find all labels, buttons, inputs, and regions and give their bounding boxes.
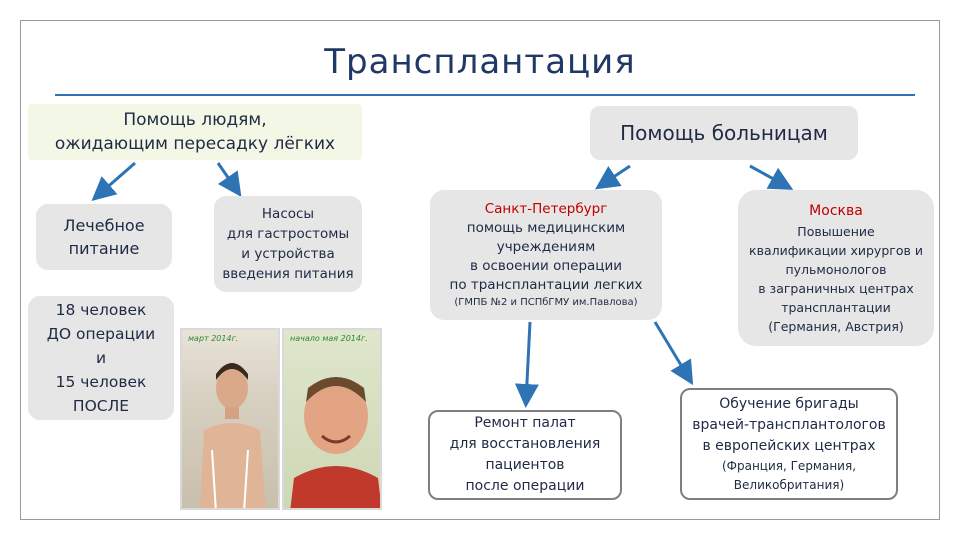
arrow-to-nutrition [91,161,136,201]
moscow-title: Москва [809,203,863,219]
spb-box: Санкт-Петербург помощь медицинским учреж… [430,190,662,320]
arrow-to-pumps [216,162,242,197]
after-photo-stamp: начало мая 2014г. [290,334,368,343]
arrow-to-repair [514,321,539,408]
training-line-1: Обучение бригады [719,395,859,412]
arrow-to-training [653,321,694,386]
nutrition-line-1: Лечебное [63,216,145,235]
spb-note: (ГМПБ №2 и ПСПбГМУ им.Павлова) [454,296,638,308]
moscow-line-2: квалификации хирургов и [749,243,923,258]
hospitals-help-header: Помощь больницам [590,106,858,160]
moscow-line-3: пульмонологов [785,262,887,277]
title-divider [55,94,915,96]
page-title: Трансплантация [324,42,636,82]
arrow-to-moscow [749,164,794,190]
patients-help-line-2: ожидающим пересадку лёгких [54,134,336,154]
training-note-2: Великобритания) [733,477,845,492]
training-box: Обучение бригады врачей-трансплантологов… [680,388,898,500]
pumps-line-4: введения питания [222,266,354,282]
people-line-3: и [95,349,107,367]
patients-help-line-1: Помощь людям, [123,110,267,130]
patient-after-figure [290,377,380,508]
people-count-box: 18 человек ДО операции и 15 человек ПОСЛ… [28,296,174,420]
repair-line-4: после операции [465,478,585,494]
arrow-to-spb [595,164,631,190]
repair-line-2: для восстановления [449,436,601,452]
repair-line-3: пациентов [485,457,565,473]
nutrition-box: Лечебное питание [36,204,172,270]
moscow-line-6: (Германия, Австрия) [768,319,904,334]
moscow-line-5: трансплантации [781,300,891,315]
spb-title: Санкт-Петербург [484,200,608,217]
spb-line-1: помощь медицинским [466,219,626,236]
patient-before-figure [200,363,266,508]
moscow-line-1: Повышение [797,224,875,239]
moscow-line-4: в заграничных центрах [758,281,914,296]
pumps-line-3: и устройства [241,246,335,262]
training-line-2: врачей-трансплантологов [692,416,886,433]
pumps-line-1: Насосы [261,206,315,222]
people-line-2: ДО операции [46,325,156,343]
pumps-line-2: для гастростомы [226,226,350,242]
patients-help-header: Помощь людям, ожидающим пересадку лёгких [28,104,362,160]
pumps-box: Насосы для гастростомы и устройства введ… [214,196,362,292]
spb-line-4: по трансплантации легких [449,276,643,293]
spb-line-3: в освоении операции [469,257,623,274]
people-line-4: 15 человек [55,373,147,391]
patient-before-photo: март 2014г. [180,328,280,510]
people-line-5: ПОСЛЕ [72,397,130,415]
nutrition-line-2: питание [68,239,140,258]
repair-line-1: Ремонт палат [474,415,576,431]
hospitals-help-label: Помощь больницам [620,121,828,145]
patient-after-photo: начало мая 2014г. [282,328,382,510]
training-note-1: (Франция, Германия, [721,458,857,473]
before-photo-stamp: март 2014г. [188,334,239,343]
people-line-1: 18 человек [55,301,147,319]
training-line-3: в европейских центрах [702,437,876,454]
repair-box: Ремонт палат для восстановления пациенто… [428,410,622,500]
moscow-box: Москва Повышение квалификации хирургов и… [738,190,934,346]
spb-line-2: учреждениям [496,238,596,255]
